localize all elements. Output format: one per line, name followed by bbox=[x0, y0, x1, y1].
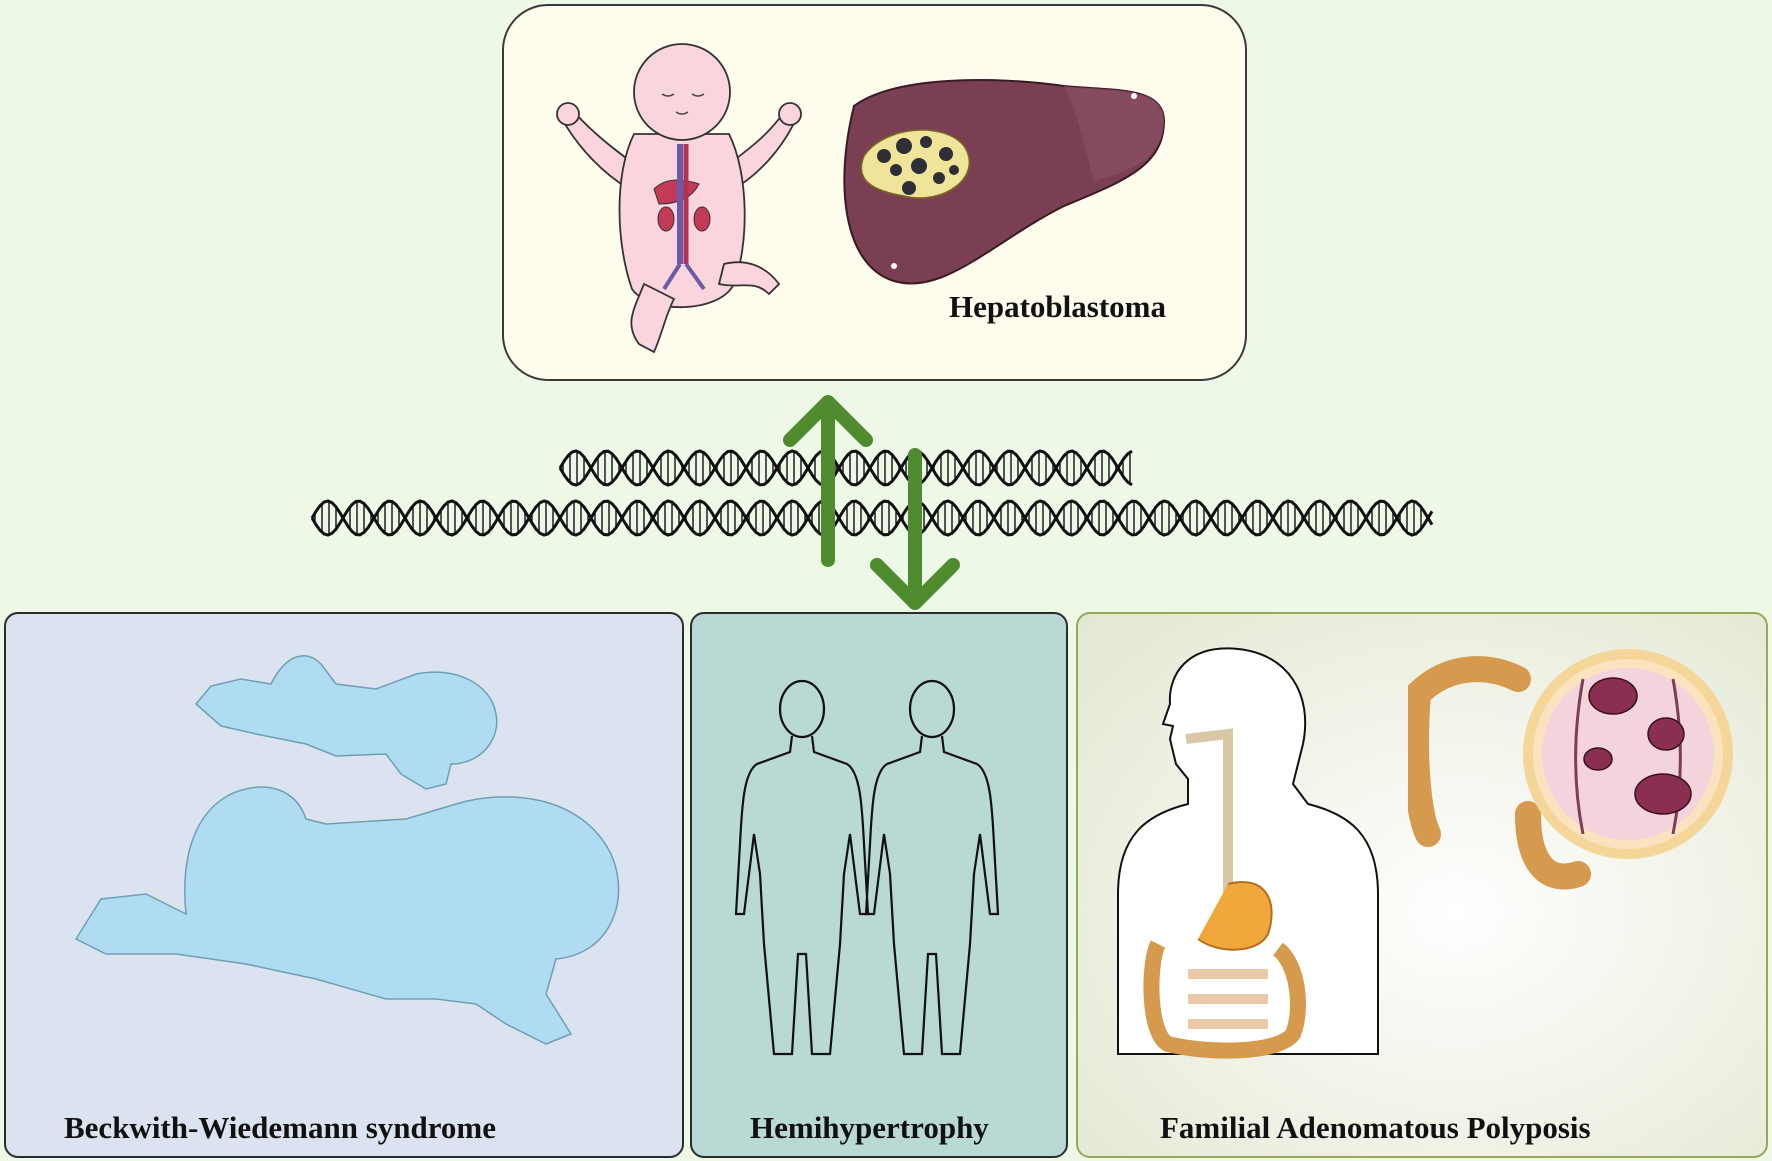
infant-icon bbox=[556, 43, 802, 354]
hemihypertrophy-panel: Hemihypertrophy bbox=[690, 612, 1068, 1158]
beckwith-wiedemann-label: Beckwith-Wiedemann syndrome bbox=[64, 1110, 497, 1145]
hemihypertrophy-label: Hemihypertrophy bbox=[750, 1110, 989, 1145]
up-arrowhead bbox=[783, 395, 873, 447]
down-arrowhead bbox=[870, 558, 960, 610]
infant-silhouette-icon bbox=[74, 655, 620, 1045]
fap-panel: Familial Adenomatous Polyposis bbox=[1076, 612, 1768, 1158]
digestive-system-icon bbox=[1117, 647, 1379, 1059]
hepatoblastoma-label: Hepatoblastoma bbox=[949, 289, 1166, 324]
beckwith-wiedemann-panel: Beckwith-Wiedemann syndrome bbox=[4, 612, 684, 1158]
human-outline-icon bbox=[734, 679, 1000, 1056]
colon-polyp-magnifier-icon bbox=[1408, 649, 1733, 890]
fap-label: Familial Adenomatous Polyposis bbox=[1160, 1110, 1591, 1145]
liver-tumor-icon bbox=[843, 79, 1166, 285]
hepatoblastoma-panel: Hepatoblastoma bbox=[502, 4, 1247, 381]
